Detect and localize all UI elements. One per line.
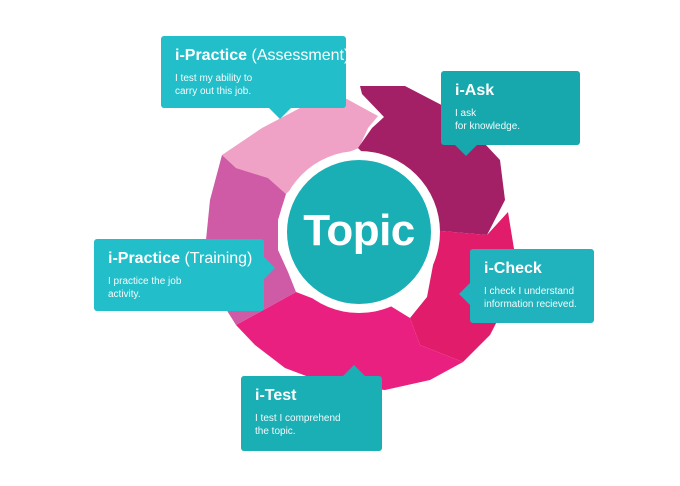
callout-pointer bbox=[269, 108, 291, 119]
callout-check: i-Check I check I understand information… bbox=[459, 249, 594, 323]
callout-ask: i-Ask I ask for knowledge. bbox=[441, 71, 580, 156]
callout-description: I check I understand information recieve… bbox=[484, 286, 577, 310]
callout-pointer bbox=[264, 257, 275, 279]
callout-title: i-Practice bbox=[175, 47, 248, 64]
segment-ask bbox=[358, 86, 505, 235]
callout-test: i-Test I test I comprehend the topic. bbox=[241, 365, 382, 451]
callout-pointer bbox=[459, 283, 470, 305]
callout-title: i-Practice bbox=[108, 250, 181, 267]
callout-title: i-Ask bbox=[455, 82, 495, 99]
callout-practice-assessment: i-Practice (Assessment) I test my abilit… bbox=[161, 36, 349, 119]
segment-practice-assessment bbox=[222, 98, 378, 194]
center-topic-label: Topic bbox=[303, 206, 415, 255]
center-circle bbox=[287, 160, 431, 304]
callout-description: I practice the job activity. bbox=[108, 276, 182, 300]
segment-test bbox=[236, 292, 463, 390]
callout-title: i-Check bbox=[484, 260, 542, 277]
callout-subtitle: (Training) bbox=[184, 250, 253, 267]
callout-pointer bbox=[343, 365, 365, 376]
callout-pointer bbox=[455, 145, 477, 156]
callout-description: I test I comprehend the topic. bbox=[255, 413, 341, 437]
callout-description: I ask for knowledge. bbox=[455, 108, 521, 132]
callout-practice-training: i-Practice (Training) I practice the job… bbox=[94, 239, 275, 311]
callout-title: i-Test bbox=[255, 387, 297, 404]
callout-subtitle: (Assessment) bbox=[251, 47, 350, 64]
callout-description: I test my ability to carry out this job. bbox=[175, 73, 253, 97]
